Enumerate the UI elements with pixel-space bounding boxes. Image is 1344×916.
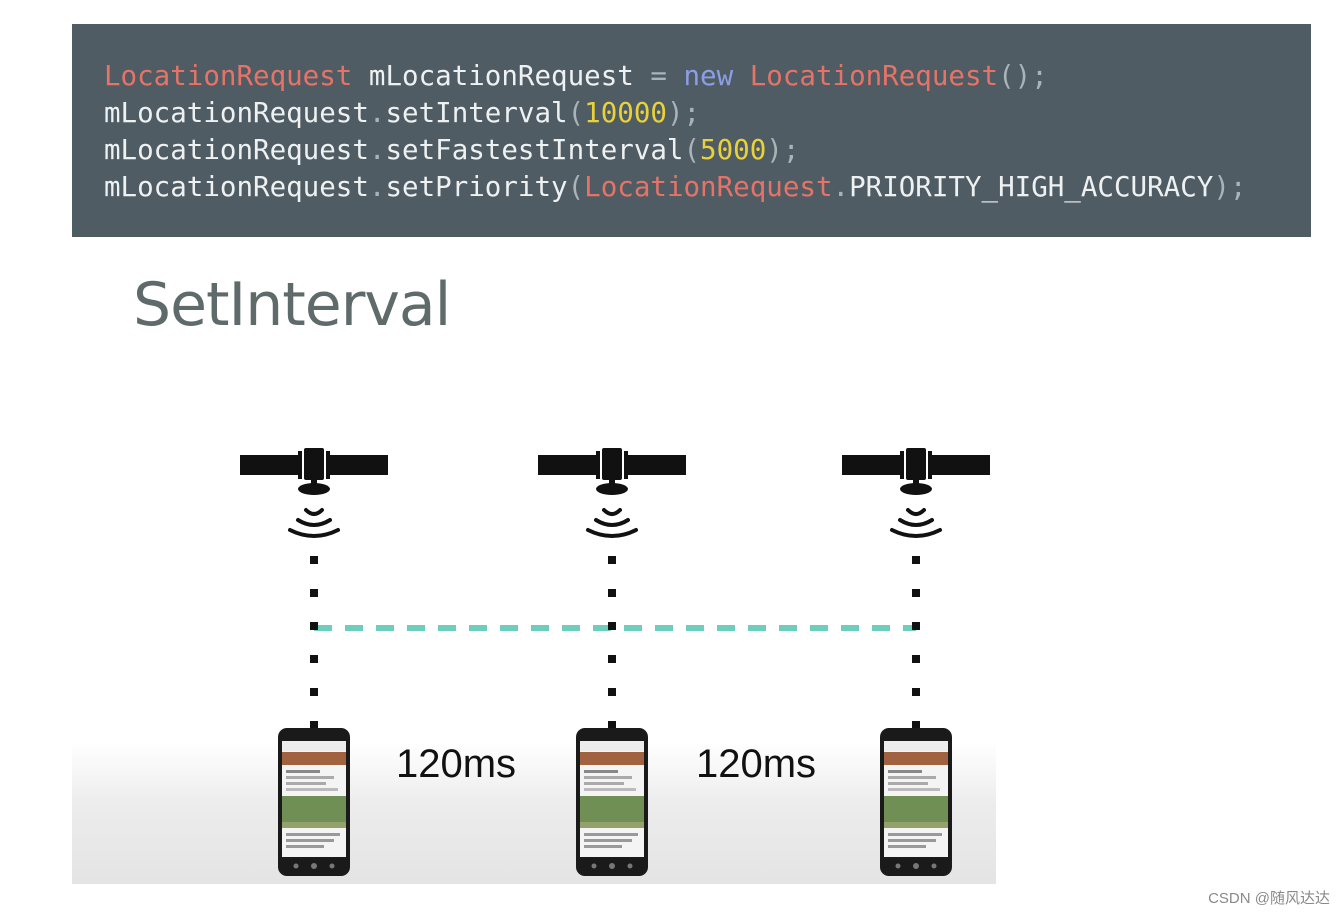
- satellite-icon: [538, 448, 686, 495]
- interval-label-2: 120ms: [696, 742, 816, 787]
- signal-wave-icon: [588, 510, 636, 536]
- smartphone-icon: [576, 728, 648, 876]
- signal-wave-icon: [892, 510, 940, 536]
- smartphone-icon: [278, 728, 350, 876]
- satellite-icon: [240, 448, 388, 495]
- signal-wave-icon: [290, 510, 338, 536]
- interval-label-1: 120ms: [396, 742, 516, 787]
- smartphone-icon: [880, 728, 952, 876]
- watermark: CSDN @随风达达: [1208, 887, 1330, 908]
- satellite-icon: [842, 448, 990, 495]
